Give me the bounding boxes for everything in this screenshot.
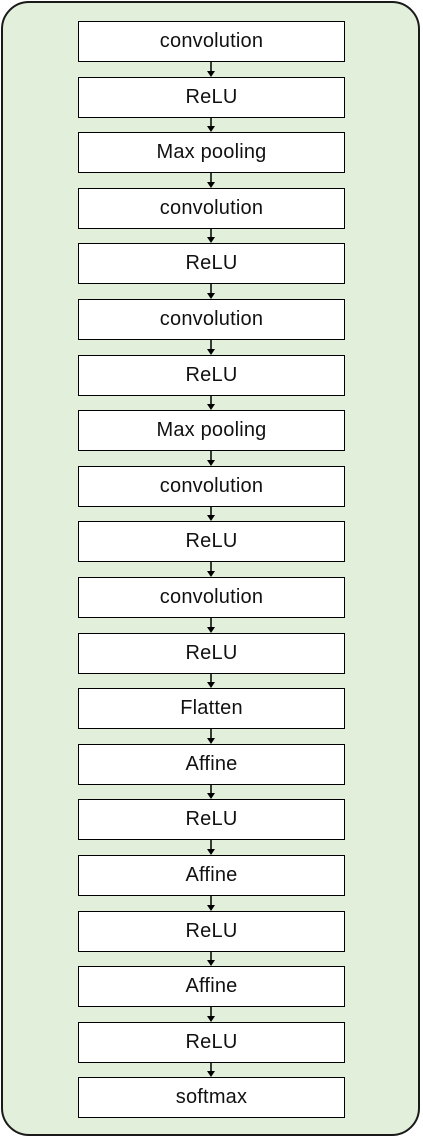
flow-arrow-9 (205, 506, 217, 521)
layer-box-8: Max pooling (78, 410, 345, 451)
layer-box-4: convolution (78, 188, 345, 229)
flow-arrow-18 (205, 1006, 217, 1022)
flow-arrow-11 (205, 617, 217, 633)
flow-arrow-1 (205, 61, 217, 77)
flow-arrow-16 (205, 895, 217, 911)
layer-box-13: Flatten (78, 688, 345, 729)
layer-box-12: ReLU (78, 633, 345, 674)
flow-arrow-15 (205, 839, 217, 855)
layer-box-6: convolution (78, 299, 345, 340)
layer-box-7: ReLU (78, 355, 345, 396)
flow-arrow-8 (205, 450, 217, 466)
layer-box-15: ReLU (78, 799, 345, 840)
layer-box-1: convolution (78, 21, 345, 62)
flow-arrow-7 (205, 395, 217, 410)
flow-arrow-10 (205, 561, 217, 577)
layer-box-17: ReLU (78, 911, 345, 952)
layer-box-10: ReLU (78, 521, 345, 562)
layer-box-16: Affine (78, 855, 345, 896)
layer-box-18: Affine (78, 966, 345, 1007)
layer-box-2: ReLU (78, 77, 345, 118)
flow-arrow-5 (205, 283, 217, 299)
flow-arrow-17 (205, 951, 217, 966)
layer-box-14: Affine (78, 744, 345, 785)
flow-arrow-2 (205, 117, 217, 132)
flow-arrow-14 (205, 784, 217, 799)
flow-arrow-12 (205, 673, 217, 688)
layer-box-20: softmax (78, 1077, 345, 1118)
flow-arrow-6 (205, 339, 217, 355)
flow-arrow-4 (205, 228, 217, 243)
flow-arrow-13 (205, 728, 217, 744)
layer-box-11: convolution (78, 577, 345, 618)
flow-arrow-19 (205, 1062, 217, 1077)
layer-box-9: convolution (78, 466, 345, 507)
layer-box-19: ReLU (78, 1022, 345, 1063)
layer-box-3: Max pooling (78, 132, 345, 173)
layer-box-5: ReLU (78, 243, 345, 284)
flow-arrow-3 (205, 172, 217, 188)
